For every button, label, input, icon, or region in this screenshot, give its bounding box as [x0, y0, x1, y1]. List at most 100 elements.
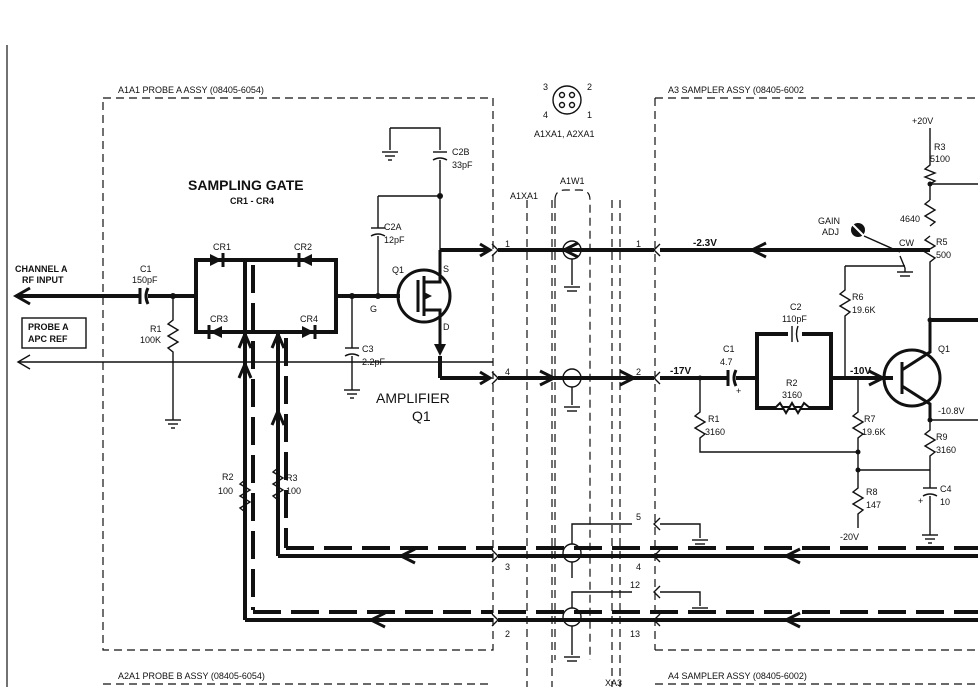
amplifier-label: AMPLIFIER — [376, 390, 450, 406]
sampler-a3-box — [654, 97, 978, 651]
sampler-a3-label: A3 SAMPLER ASSY (08405-6002 — [668, 85, 804, 95]
sampler-r4-value: 4640 — [900, 214, 920, 224]
left-pin-4: 4 — [505, 367, 510, 377]
cr4-label: CR4 — [300, 314, 318, 324]
pinout-label: A1XA1, A2XA1 — [534, 129, 595, 139]
sampler-r2-value: 3160 — [782, 390, 802, 400]
sampler-r5-resistor — [923, 235, 937, 320]
pinout-pin1: 1 — [587, 110, 592, 120]
sampler-r5-label: R5 — [936, 237, 948, 247]
c2a-label: C2A — [384, 222, 402, 232]
minus20-label: -20V — [840, 532, 859, 542]
c3-value: 2.2pF — [362, 357, 386, 367]
ground-icon — [897, 271, 913, 277]
r2-resistor-icon — [774, 401, 811, 415]
drain-out-arrow-icon — [479, 370, 493, 386]
pin1-arrow-icon — [560, 241, 579, 259]
pinout-pin3: 3 — [543, 82, 548, 92]
sampler-r2-label: R2 — [786, 378, 798, 388]
sampler-q1-bjt-symbol — [882, 348, 942, 408]
cw-label: CW — [899, 238, 914, 248]
sampler-r1-label: R1 — [708, 414, 720, 424]
probe-r1-value: 100K — [140, 335, 161, 345]
q1-arrow-icon — [424, 292, 432, 300]
q1-label: Q1 — [392, 265, 404, 275]
junction-dot — [927, 317, 933, 323]
probe-a-label: PROBE A — [28, 322, 69, 332]
ground-icon — [382, 151, 398, 161]
source-out-arrow-icon — [479, 242, 493, 258]
sampler-r6-value: 19.6K — [852, 305, 876, 315]
probe-b-assy-label: A2A1 PROBE B ASSY (08405-6054) — [118, 671, 265, 681]
v-neg108-label: -10.8V — [938, 406, 965, 416]
sampling-gate-subtitle: CR1 - CR4 — [230, 196, 274, 206]
ground-icon — [165, 419, 181, 429]
probe-a-apc-ref-box — [21, 317, 87, 349]
c2a-plate-curved — [370, 233, 386, 237]
q1-collector-emitter — [901, 320, 932, 420]
probe-r2-value: 100 — [218, 486, 233, 496]
coax-pin4-icon — [562, 368, 582, 412]
q1-source-label: S — [443, 264, 449, 274]
cr4-diode-icon — [302, 325, 317, 339]
pinout-pin4: 4 — [543, 110, 548, 120]
sampler-r7-value: 19.6K — [862, 427, 886, 437]
sampler-r4-resistor — [923, 199, 937, 227]
coax-cable-outline — [554, 189, 591, 660]
junction-dot — [375, 293, 381, 299]
cw-lead — [899, 255, 906, 272]
sampler-c4-label: C4 — [940, 484, 952, 494]
drain-arrow-icon — [434, 344, 446, 356]
c2b-value: 33pF — [452, 160, 473, 170]
probe-a-assy-label: A1A1 PROBE A ASSY (08405-6054) — [118, 85, 264, 95]
cr2-label: CR2 — [294, 242, 312, 252]
c2b-plate-curved — [432, 157, 448, 161]
sampler-r7-r8-chain — [851, 378, 865, 528]
gain-label: GAIN — [818, 216, 840, 226]
amplifier-q1-label: Q1 — [412, 408, 431, 424]
v-neg10-label: -10V — [850, 366, 871, 377]
sampler-r7-label: R7 — [864, 414, 876, 424]
connector-pinout-icon — [552, 85, 582, 115]
sampler-r3-value: 5100 — [930, 154, 950, 164]
c2b-label: C2B — [452, 147, 470, 157]
strobe-b-arrow-icon — [782, 611, 801, 629]
q1-gate-label: G — [370, 304, 377, 314]
r2-arrow-icon — [237, 330, 253, 379]
rf-input-label: RF INPUT — [22, 275, 64, 285]
c3-label: C3 — [362, 344, 374, 354]
sampler-r8-value: 147 — [866, 500, 881, 510]
v-neg17-label: -17V — [670, 366, 691, 377]
sampler-r8-label: R8 — [866, 487, 878, 497]
sampler-c1-label: C1 — [723, 344, 735, 354]
probe-r1-resistor — [166, 296, 180, 420]
probe-r2-label: R2 — [222, 472, 234, 482]
sampler-r5-value: 500 — [936, 250, 951, 260]
probe-c1-value: 150pF — [132, 275, 158, 285]
ground-icon — [660, 523, 708, 613]
left-pin-1: 1 — [505, 239, 510, 249]
right-pin-4: 4 — [636, 562, 641, 572]
cr3-diode-icon — [207, 325, 222, 339]
c2-capacitor-icon — [788, 325, 802, 343]
gain-adj-knob-icon[interactable] — [851, 223, 901, 253]
probe-r3-label: R3 — [286, 473, 298, 483]
sampler-r6-resistor — [838, 266, 852, 378]
junction-dot — [855, 449, 861, 455]
c2b-top-wire — [390, 127, 441, 150]
pin2-arrow-icon — [367, 611, 386, 629]
a1xa1-label: A1XA1 — [510, 191, 538, 201]
left-pin-3: 3 — [505, 562, 510, 572]
c1-plate-right — [144, 287, 150, 305]
cr3-label: CR3 — [210, 314, 228, 324]
a1w1-label: A1W1 — [560, 176, 585, 186]
probe-c1-label: C1 — [140, 264, 152, 274]
sampler-a4-label: A4 SAMPLER ASSY (08405-6002) — [668, 671, 807, 681]
rf-input-arrow-icon — [12, 286, 31, 306]
pin3-arrow-icon — [397, 547, 416, 565]
r3-arrow-icon — [270, 330, 286, 426]
extra-pin-5: 5 — [636, 512, 641, 522]
right-pin-2: 2 — [636, 367, 641, 377]
c3-plate-curved — [344, 353, 360, 357]
plus-sign: + — [918, 496, 923, 506]
